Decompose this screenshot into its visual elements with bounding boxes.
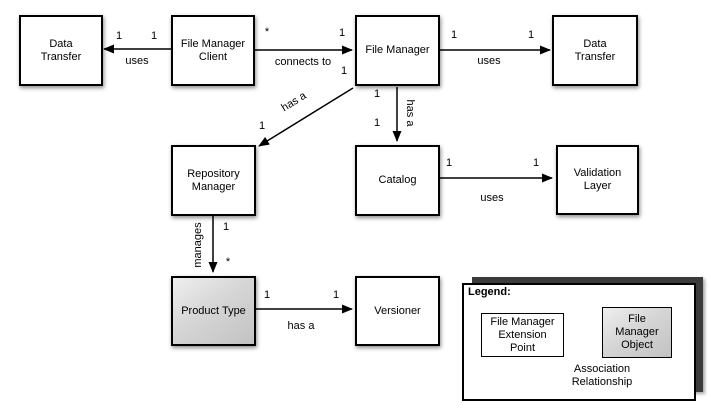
edge-label-uses: uses [480,192,504,204]
multiplicity: 1 [332,289,340,301]
node-label: Data Transfer [574,37,616,63]
legend-association-label: Association Relationship [571,363,633,388]
node-label: Versioner [374,304,421,317]
edge-label-uses: uses [125,55,149,67]
multiplicity: 1 [445,157,453,169]
legend-object-label: File Manager Object [615,313,659,351]
legend-extension-point-label: File Manager Extension Point [490,315,555,354]
node-repository-manager: Repository Manager [171,145,256,216]
node-label: Data Transfer [40,37,82,63]
multiplicity: 1 [373,88,381,100]
node-label: Product Type [181,304,246,317]
node-file-manager-client: File Manager Client [171,15,255,86]
node-label: Repository Manager [187,167,240,193]
node-label: Catalog [378,174,417,186]
multiplicity: 1 [115,30,123,42]
node-validation-layer: Validation Layer [556,145,639,215]
node-catalog: Catalog [355,145,440,216]
multiplicity: * [225,256,231,268]
edge-label-has-a: has a [287,320,315,332]
node-label: File Manager Client [180,37,246,63]
legend-title: Legend: [468,286,511,298]
multiplicity: 1 [450,29,458,41]
node-label: Validation Layer [573,167,622,192]
legend-extension-point-sample: File Manager Extension Point [481,313,564,357]
edge-label-has-a: has a [404,99,416,127]
multiplicity: 1 [338,27,346,39]
multiplicity: * [264,26,270,38]
multiplicity: 1 [340,65,348,77]
multiplicity: 1 [527,29,535,41]
multiplicity: 1 [373,117,381,129]
edge-filemanager-hasa-repositorymanager [258,87,354,147]
multiplicity: 1 [263,289,271,301]
node-data-transfer-left: Data Transfer [19,15,103,86]
node-versioner: Versioner [355,276,440,346]
multiplicity: 1 [222,221,230,233]
legend-object-sample: File Manager Object [602,307,672,358]
node-data-transfer-right: Data Transfer [552,15,638,86]
node-file-manager: File Manager [355,15,440,86]
multiplicity: 1 [258,120,266,132]
multiplicity: 1 [532,157,540,169]
node-product-type: Product Type [171,276,256,346]
edge-label-connects-to: connects to [274,56,332,68]
multiplicity: 1 [150,30,158,42]
edge-label-manages: manages [192,222,204,268]
node-label: File Manager [365,44,430,56]
edge-label-uses: uses [477,55,501,67]
